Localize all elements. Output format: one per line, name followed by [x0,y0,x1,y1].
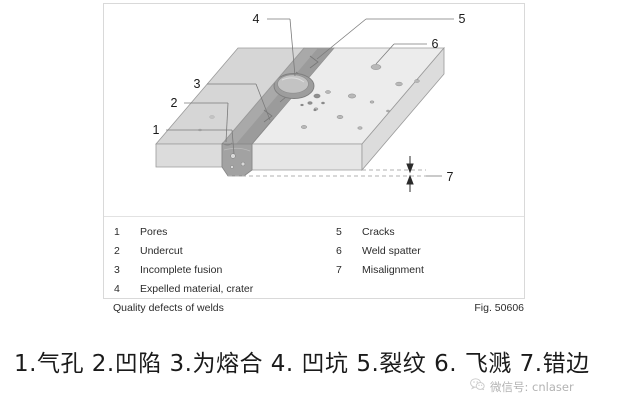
undercut-notch [221,142,233,146]
incomplete-fusion-line [251,117,275,145]
watermark-text: 微信号: cnlaser [490,380,574,394]
legend-item: 4 Expelled material, crater [114,280,253,299]
expelled-material-group [300,93,325,112]
figure-box: 1 2 3 4 5 6 7 1 Pores 2 Undercut 3 Incom… [103,3,525,299]
leader-lines [166,18,454,177]
legend-label: Undercut [140,245,183,257]
weld-defects-diagram: 1 2 3 4 5 6 7 [104,4,524,216]
crater-inner [277,74,309,94]
wechat-icon [470,378,485,396]
callout-2: 2 [171,96,178,110]
left-plate-front-face [155,143,223,168]
legend-number: 6 [336,245,342,257]
legend-label: Pores [140,226,168,238]
legend-number: 3 [114,264,120,276]
legend: 1 Pores 2 Undercut 3 Incomplete fusion 4… [104,216,524,299]
legend-label: Misalignment [362,264,424,276]
legend-item: 6 Weld spatter [336,242,424,261]
legend-label: Weld spatter [362,245,421,257]
figure-number: Fig. 50606 [474,302,524,314]
misalignment-arrows [406,156,414,192]
legend-label: Incomplete fusion [140,264,223,276]
weld-bead-cross-highlight [223,147,251,152]
figure-caption-title: Quality defects of welds [113,302,224,314]
legend-column-left: 1 Pores 2 Undercut 3 Incomplete fusion 4… [114,223,253,299]
legend-item: 2 Undercut [114,242,253,261]
weld-bead-cross-section [221,143,253,177]
callout-4: 4 [253,12,260,26]
legend-number: 4 [114,283,120,295]
legend-label: Cracks [362,226,395,238]
callout-7: 7 [447,170,454,184]
legend-number: 2 [114,245,120,257]
watermark: 微信号: cnlaser [470,378,574,396]
legend-label: Expelled material, crater [140,283,254,295]
legend-number: 1 [114,226,120,238]
legend-number: 7 [336,264,342,276]
callout-3: 3 [194,77,201,91]
callout-6: 6 [432,37,439,51]
chinese-caption: 1.气孔 2.凹陷 3.为熔合 4. 凹坑 5.裂纹 6. 飞溅 7.错边 [14,351,590,377]
right-plate-front-face [251,143,363,171]
legend-item: 5 Cracks [336,223,424,242]
legend-item: 7 Misalignment [336,261,424,280]
legend-item: 3 Incomplete fusion [114,261,253,280]
crater-highlight [281,77,305,83]
legend-item: 1 Pores [114,223,253,242]
weld-spatter-group [300,64,420,130]
legend-column-right: 5 Cracks 6 Weld spatter 7 Misalignment [336,223,424,280]
callout-1: 1 [153,123,160,137]
caption-bar: Quality defects of welds Fig. 50606 [103,302,525,320]
callout-5: 5 [459,12,466,26]
pores-cross-section [230,153,246,169]
legend-number: 5 [336,226,342,238]
